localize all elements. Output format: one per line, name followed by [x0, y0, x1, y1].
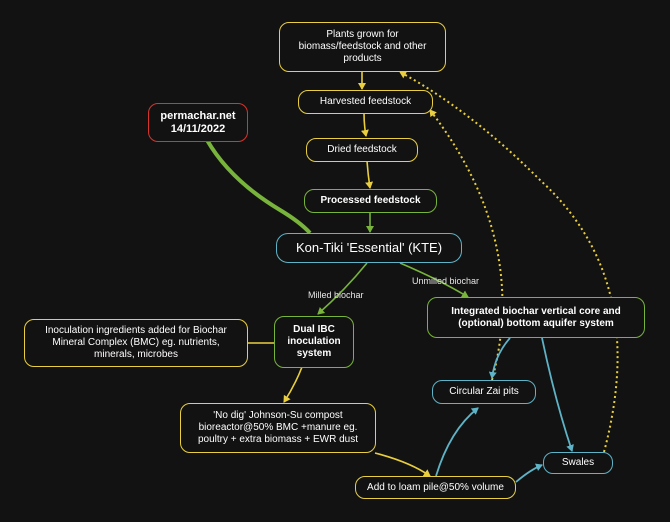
- node-circular-zai: Circular Zai pits: [432, 380, 536, 404]
- edge-kte-to-integrated: [399, 262, 469, 298]
- edge-zai-return: [429, 109, 504, 381]
- node-inoculation-ingredients: Inoculation ingredients added for Biocha…: [24, 319, 248, 367]
- node-harvested: Harvested feedstock: [298, 90, 433, 114]
- edge-harvested-to-dried: [360, 112, 369, 137]
- node-plants: Plants grown for biomass/feedstock and o…: [279, 22, 446, 72]
- node-no-dig: 'No dig' Johnson-Su compost bioreactor@5…: [180, 403, 376, 453]
- edge-integrated-to-zai: [488, 337, 511, 379]
- edge-dual-ibc-to-no-dig: [283, 366, 303, 403]
- edge-integrated-to-swales: [541, 337, 574, 452]
- edge-no-dig-to-loam: [374, 452, 431, 477]
- node-dried: Dried feedstock: [306, 138, 418, 162]
- edge-kte-to-dual-ibc: [317, 262, 368, 315]
- node-kte: Kon-Tiki 'Essential' (KTE): [276, 233, 462, 263]
- node-permachar: permachar.net 14/11/2022: [148, 103, 248, 142]
- edge-swales-return: [399, 71, 619, 453]
- edge-dried-to-processed: [365, 160, 374, 189]
- edge-loam-to-zai: [435, 407, 479, 477]
- edge-label-unmilled: Unmilled biochar: [412, 276, 480, 286]
- node-dual-ibc: Dual IBC inoculation system: [274, 316, 354, 368]
- edge-permachar-to-kte: [205, 139, 312, 235]
- edge-label-milled: Milled biochar: [308, 290, 364, 300]
- node-loam: Add to loam pile@50% volume: [355, 476, 516, 499]
- node-integrated: Integrated biochar vertical core and (op…: [427, 297, 645, 338]
- node-processed: Processed feedstock: [304, 189, 437, 213]
- edge-loam-to-swales: [515, 463, 543, 483]
- node-swales: Swales: [543, 452, 613, 474]
